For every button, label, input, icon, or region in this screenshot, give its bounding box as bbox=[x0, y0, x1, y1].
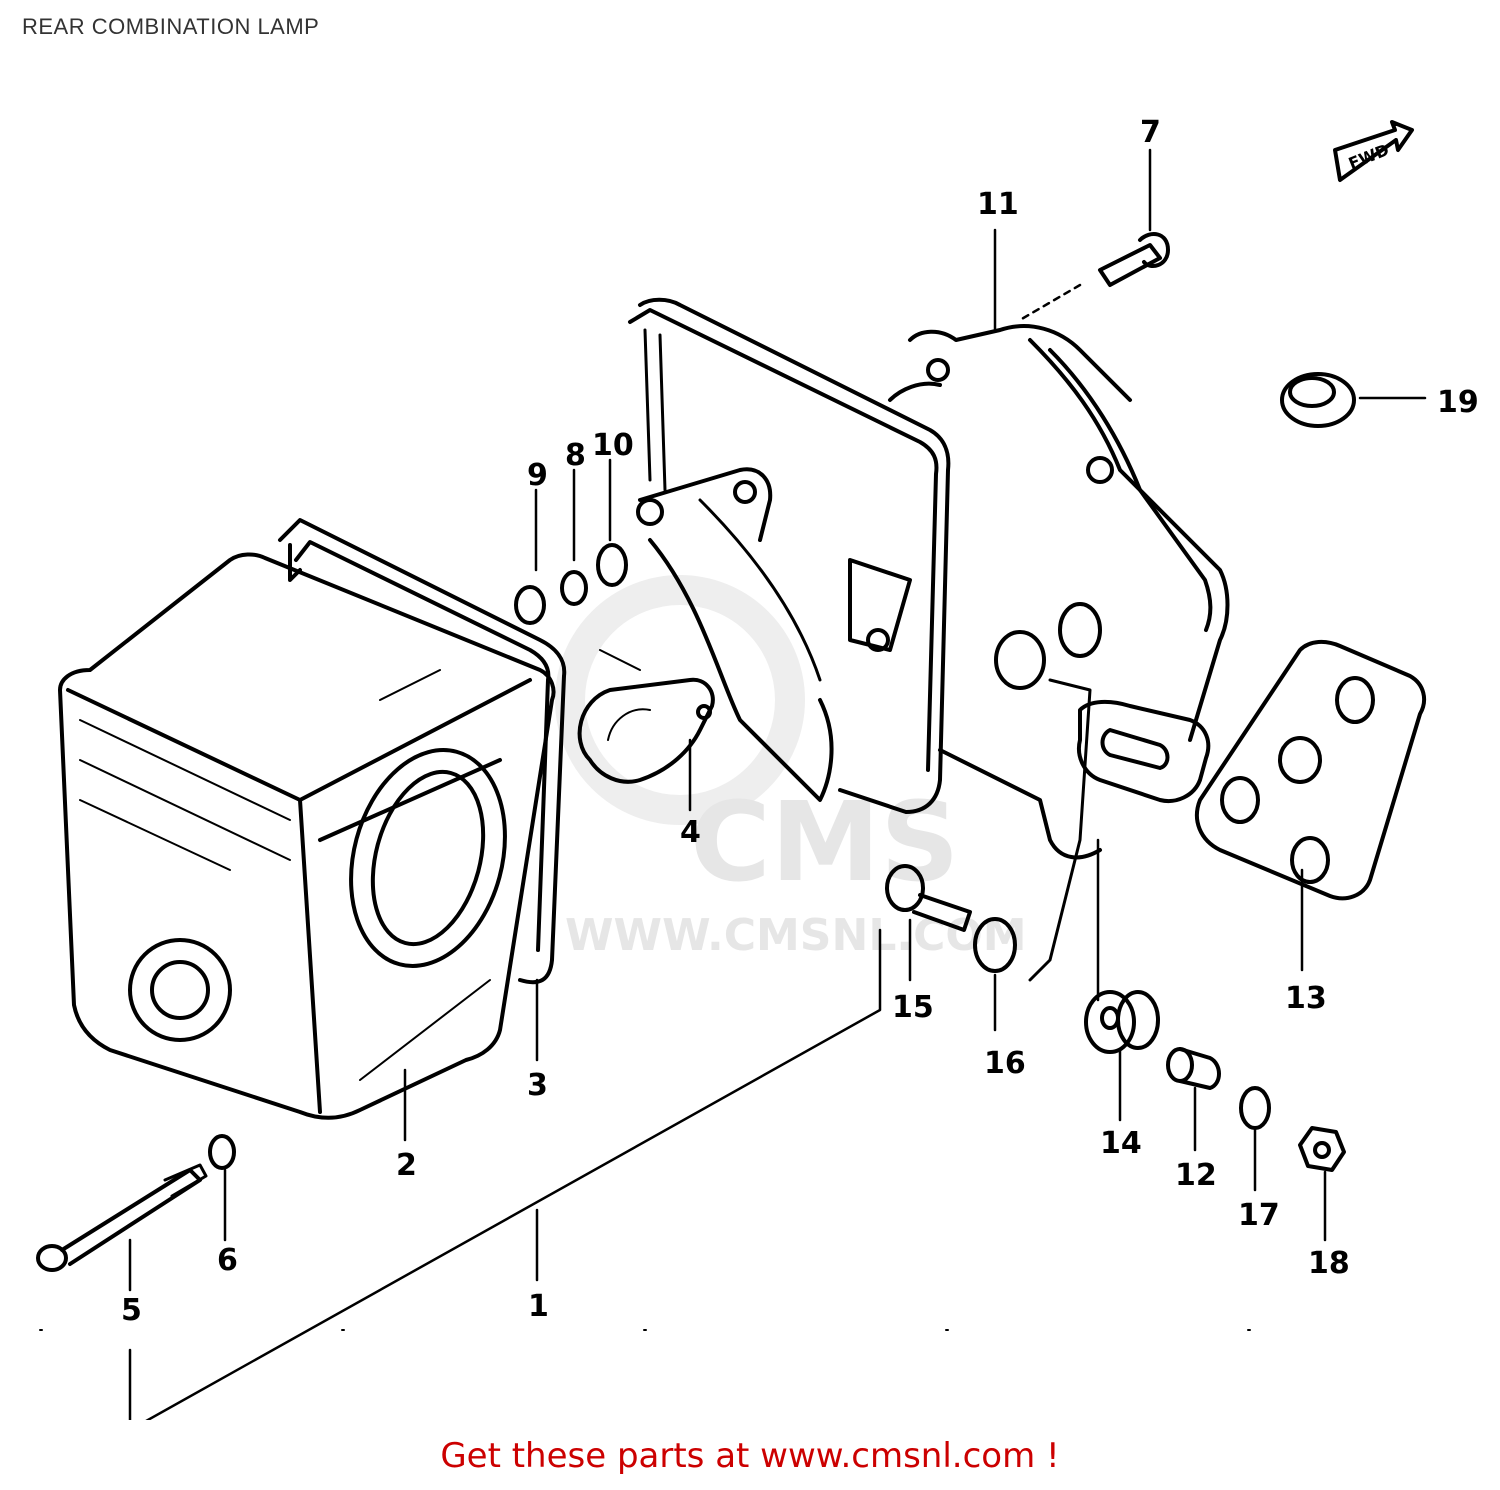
callout-5: 5 bbox=[121, 1293, 142, 1328]
watermark-url: WWW.CMSNL.COM bbox=[565, 910, 1027, 961]
washer-part-8 bbox=[560, 570, 588, 606]
leader-lines bbox=[39, 148, 1481, 1420]
callout-14: 14 bbox=[1100, 1126, 1142, 1161]
bulb-part-4 bbox=[577, 677, 715, 784]
callout-12: 12 bbox=[1175, 1158, 1217, 1193]
callout-7: 7 bbox=[1140, 115, 1161, 150]
lens-housing-part-2 bbox=[58, 552, 556, 1120]
fwd-arrow-icon bbox=[1333, 120, 1414, 182]
collar-part-12 bbox=[1166, 1047, 1221, 1090]
screw-part-5 bbox=[36, 1163, 208, 1272]
washer-part-6 bbox=[208, 1134, 236, 1170]
callout-18: 18 bbox=[1308, 1246, 1350, 1281]
nut-part-18 bbox=[1298, 1126, 1346, 1172]
callout-19: 19 bbox=[1437, 385, 1479, 420]
callout-3: 3 bbox=[527, 1068, 548, 1103]
callout-11: 11 bbox=[977, 187, 1019, 222]
callout-4: 4 bbox=[680, 815, 701, 850]
callout-numbers: 1 2 3 4 5 6 7 8 9 10 11 12 13 14 15 16 1… bbox=[121, 115, 1479, 1328]
callout-10: 10 bbox=[592, 428, 634, 463]
cms-watermark: CMS WWW.CMSNL.COM bbox=[555, 575, 1027, 961]
screw-part-7 bbox=[1098, 232, 1170, 287]
callout-8: 8 bbox=[565, 438, 586, 473]
callout-16: 16 bbox=[984, 1046, 1026, 1081]
watermark-brand: CMS bbox=[690, 778, 959, 906]
lamp-base-part-11 bbox=[628, 297, 1230, 982]
callout-17: 17 bbox=[1238, 1198, 1280, 1233]
nut-part-9 bbox=[514, 585, 546, 625]
callout-15: 15 bbox=[892, 990, 934, 1025]
callout-9: 9 bbox=[527, 458, 548, 493]
callout-13: 13 bbox=[1285, 981, 1327, 1016]
bolt-part-15 bbox=[885, 864, 972, 932]
washer-part-16 bbox=[973, 917, 1017, 973]
grommet-part-14 bbox=[1084, 990, 1160, 1054]
exploded-parts-diagram: CMS WWW.CMSNL.COM bbox=[36, 115, 1481, 1420]
callout-2: 2 bbox=[396, 1148, 417, 1183]
washer-part-17 bbox=[1239, 1086, 1271, 1130]
bracket-part-13 bbox=[1194, 639, 1427, 901]
washer-part-10 bbox=[596, 543, 628, 587]
callout-6: 6 bbox=[217, 1243, 238, 1278]
get-parts-link[interactable]: Get these parts at www.cmsnl.com ! bbox=[440, 1436, 1060, 1476]
page-title: REAR COMBINATION LAMP bbox=[22, 14, 320, 39]
grommet-part-19 bbox=[1280, 372, 1356, 428]
callout-1: 1 bbox=[528, 1289, 549, 1324]
